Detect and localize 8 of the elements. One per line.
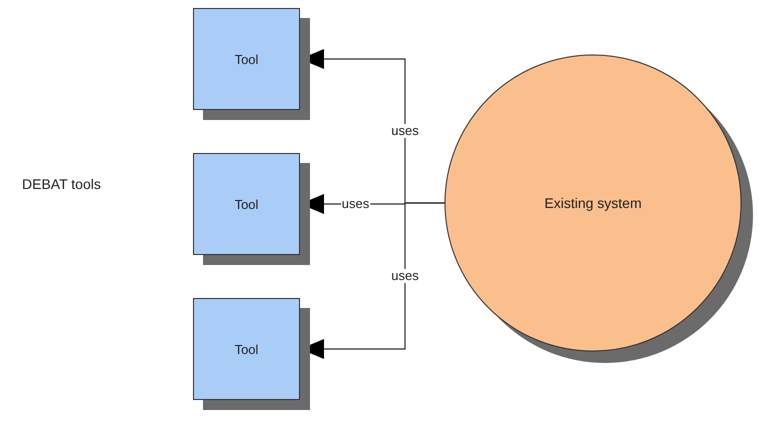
box-label: Tool <box>234 52 258 66</box>
group-label: DEBAT tools <box>22 176 101 192</box>
edge-label: uses <box>390 269 420 283</box>
box-label: Tool <box>234 342 258 356</box>
system-circle <box>444 54 754 364</box>
edge-label: uses <box>390 124 420 138</box>
box-label: Tool <box>234 196 258 212</box>
circle-label: Existing system <box>544 195 642 211</box>
